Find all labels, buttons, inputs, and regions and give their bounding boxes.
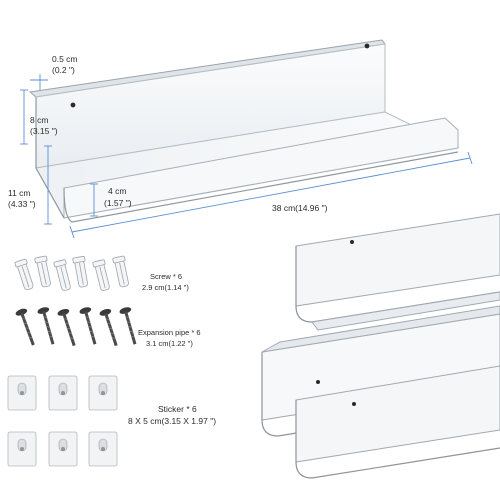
thickness-in-label: (0.2 ") [52, 65, 75, 75]
total-height-cm-label: 11 cm [8, 188, 31, 198]
back-height-in-label: (3.15 ") [30, 126, 58, 136]
thickness-cm-label: 0.5 cm [52, 54, 78, 64]
wall-plug-set [14, 255, 129, 291]
pipe-size-label: 3.1 cm(1.22 ") [146, 339, 193, 348]
sticker-label: Sticker * 6 [158, 404, 197, 414]
total-height-in-label: (4.33 ") [8, 199, 36, 209]
length-label: 38 cm(14.96 ") [272, 203, 328, 213]
lip-height-in-label: (1.57 ") [104, 198, 132, 208]
lip-height-cm-label: 4 cm [108, 186, 127, 196]
screw-size-label: 2.9 cm(1.14 ") [142, 283, 189, 292]
dimension-lines [20, 74, 473, 239]
screw-label: Screw * 6 [150, 272, 183, 281]
stacked-shelves [261, 213, 500, 479]
back-height-cm-label: 8 cm [30, 115, 49, 125]
main-shelf [28, 39, 460, 223]
sticker-size-label: 8 X 5 cm(3.15 X 1.97 ") [128, 416, 217, 426]
pipe-label: Expansion pipe * 6 [138, 328, 201, 337]
sticker-set [7, 375, 118, 467]
screw-set [15, 307, 137, 347]
